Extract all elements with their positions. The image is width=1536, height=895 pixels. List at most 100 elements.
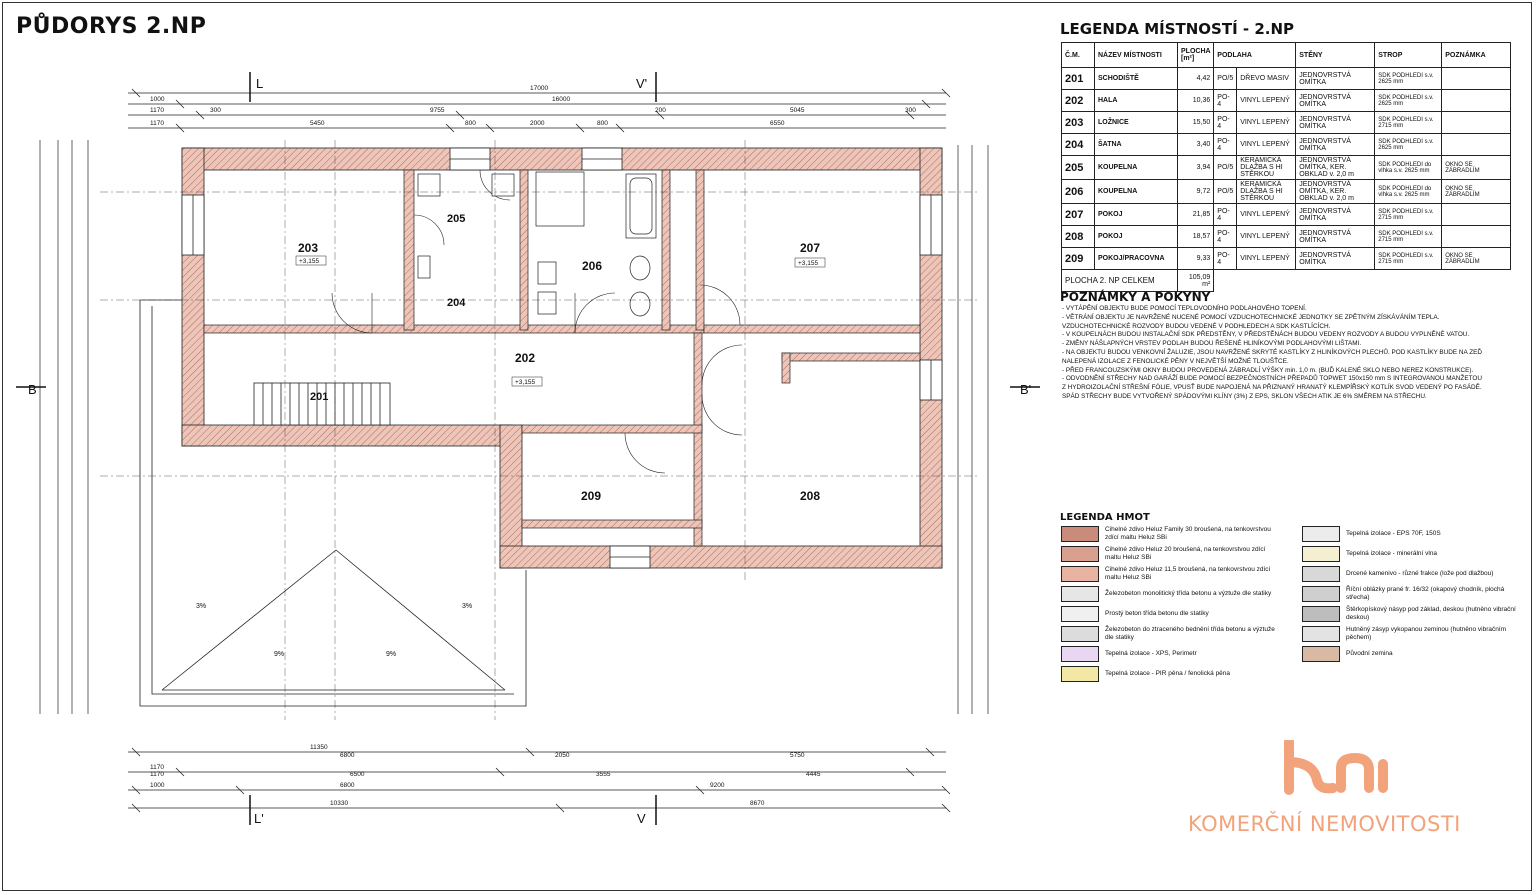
material-swatch [1061,526,1099,542]
cell-code: PO-4 [1213,225,1238,248]
cell-floor: KERAMICKÁ DLAŽBA S HI STĚRKOU [1236,155,1297,180]
dim-text: 5450 [310,120,325,127]
cell-area: 10,36 [1176,89,1215,112]
material-swatch [1302,546,1340,562]
dim-text: 300 [905,107,916,114]
staircase [253,382,391,426]
dim-text: 200 [655,107,666,114]
dim-text: 3555 [596,771,611,778]
cell-note [1441,203,1512,226]
material-legend-item: Štěrkopískový násyp pod základ, deskou (… [1302,606,1516,622]
dim-text: 300 [210,107,221,114]
section-mark: L' [254,811,264,826]
material-label: Hutněný zásyp vykopanou zeminou (hutněno… [1346,626,1507,641]
column-header: PODLAHA [1213,42,1297,68]
column-header: NÁZEV MÍSTNOSTI [1094,42,1178,68]
cell-walls: JEDNOVRSTVÁ OMÍTKA [1295,133,1376,156]
materials-title: LEGENDA HMOT [1060,512,1150,523]
level-label: +3,155 [515,379,535,386]
dim-text: 1000 [150,782,165,789]
cell-walls: JEDNOVRSTVÁ OMÍTKA, KER. OBKLAD v. 2,0 m [1295,155,1376,180]
cell-num: 201 [1061,67,1095,90]
cell-name: SCHODIŠTĚ [1094,67,1178,90]
material-legend-item: Říční oblázky prané fr. 16/32 (okapový c… [1302,586,1516,602]
dim-text: 1170 [150,120,164,127]
cell-floor: VINYL LEPENÝ [1236,133,1297,156]
note-line: - ODVODNĚNÍ STŘECHY NAD GARÁŽÍ BUDE POMO… [1062,375,1482,383]
room-legend-table: Č.M. NÁZEV MÍSTNOSTI PLOCHA [m²] PODLAHA… [1061,42,1512,292]
material-legend-item: Drcené kamenivo - různé frakce (lože pod… [1302,566,1516,582]
level-labels: +3,155 +3,155 +3,155 [295,255,826,387]
cell-code: PO/5 [1213,67,1238,90]
cell-area: 21,85 [1176,203,1215,226]
room-label: 207 [800,241,820,255]
level-label: +3,155 [299,258,319,265]
material-label: Železobeton monolitický třída betonu a v… [1105,590,1272,597]
material-legend-item: Tepelná izolace - PIR pěna / fenolická p… [1061,666,1275,682]
cell-area: 3,40 [1176,133,1215,156]
cell-num: 206 [1061,179,1095,204]
dim-text: 1170 [150,107,164,114]
dim-text: 10330 [330,800,348,807]
cell-area: 18,57 [1176,225,1215,248]
cell-code: PO-4 [1213,133,1238,156]
section-mark: L [256,76,263,91]
cell-name: POKOJ/PRACOVNA [1094,247,1178,270]
section-mark: V' [636,76,647,91]
cell-num: 202 [1061,89,1095,112]
material-label: Cihelné zdivo Heluz 20 broušená, na tenk… [1105,546,1266,561]
dim-text: 9755 [430,107,445,114]
cell-num: 204 [1061,133,1095,156]
cell-area: 3,94 [1176,155,1215,180]
section-marks: L V' L' V B B' [16,72,1040,826]
cell-ceiling: SDK PODHLEDI s.v. 2625 mm [1374,89,1443,112]
material-swatch [1061,586,1099,602]
cell-area: 9,72 [1176,179,1215,204]
column-header: STĚNY [1295,42,1376,68]
material-label: Původní zemina [1346,650,1393,657]
roof-slope: 9% [274,651,284,658]
cell-walls: JEDNOVRSTVÁ OMÍTKA [1295,247,1376,270]
level-label: +3,155 [798,260,818,267]
dim-text: 5045 [790,107,805,114]
cell-num: 208 [1061,225,1095,248]
dim-text: 1170 [150,771,164,778]
cell-floor: VINYL LEPENÝ [1236,247,1297,270]
door-swings [331,169,743,474]
cell-name: POKOJ [1094,203,1178,226]
material-swatch [1061,566,1099,582]
cell-ceiling: SDK PODHLEDI s.v. 2715 mm [1374,111,1443,134]
material-label: Prostý beton třída betonu dle statiky [1105,610,1209,617]
roof-slope: 3% [462,603,472,610]
cell-walls: JEDNOVRSTVÁ OMÍTKA [1295,225,1376,248]
material-swatch [1061,666,1099,682]
cell-walls: JEDNOVRSTVÁ OMÍTKA [1295,203,1376,226]
company-logo [1284,740,1388,795]
cell-ceiling: SDK PODHLEDI s.v. 2625 mm [1374,133,1443,156]
dim-text: 6800 [340,782,355,789]
cell-area: 4,42 [1176,67,1215,90]
cell-ceiling: SDK PODHLEDI do vlhka s.v. 2625 mm [1374,155,1443,180]
column-header: POZNÁMKA [1441,42,1512,68]
cell-ceiling: SDK PODHLEDI s.v. 2715 mm [1374,225,1443,248]
grid-lines [100,140,980,720]
dim-text: 2000 [530,120,545,127]
room-label: 208 [800,489,820,503]
cell-area: 9,33 [1176,247,1215,270]
note-line: - VĚTRÁNÍ OBJEKTU JE NAVRŽENÉ NUCENÉ POM… [1062,313,1440,321]
room-legend-title: LEGENDA MÍSTNOSTÍ - 2.NP [1060,20,1295,38]
dim-text: 800 [465,120,476,127]
total-label: PLOCHA 2. NP CELKEM [1061,269,1178,292]
roof-slopes: 3% 3% 9% 9% [196,603,472,658]
dim-text: 8670 [750,800,765,807]
cell-note [1441,133,1512,156]
section-mark: B [28,382,37,397]
dim-text: 11350 [310,744,328,751]
material-legend-item: Tepelná izolace - minerální vlna [1302,546,1516,562]
